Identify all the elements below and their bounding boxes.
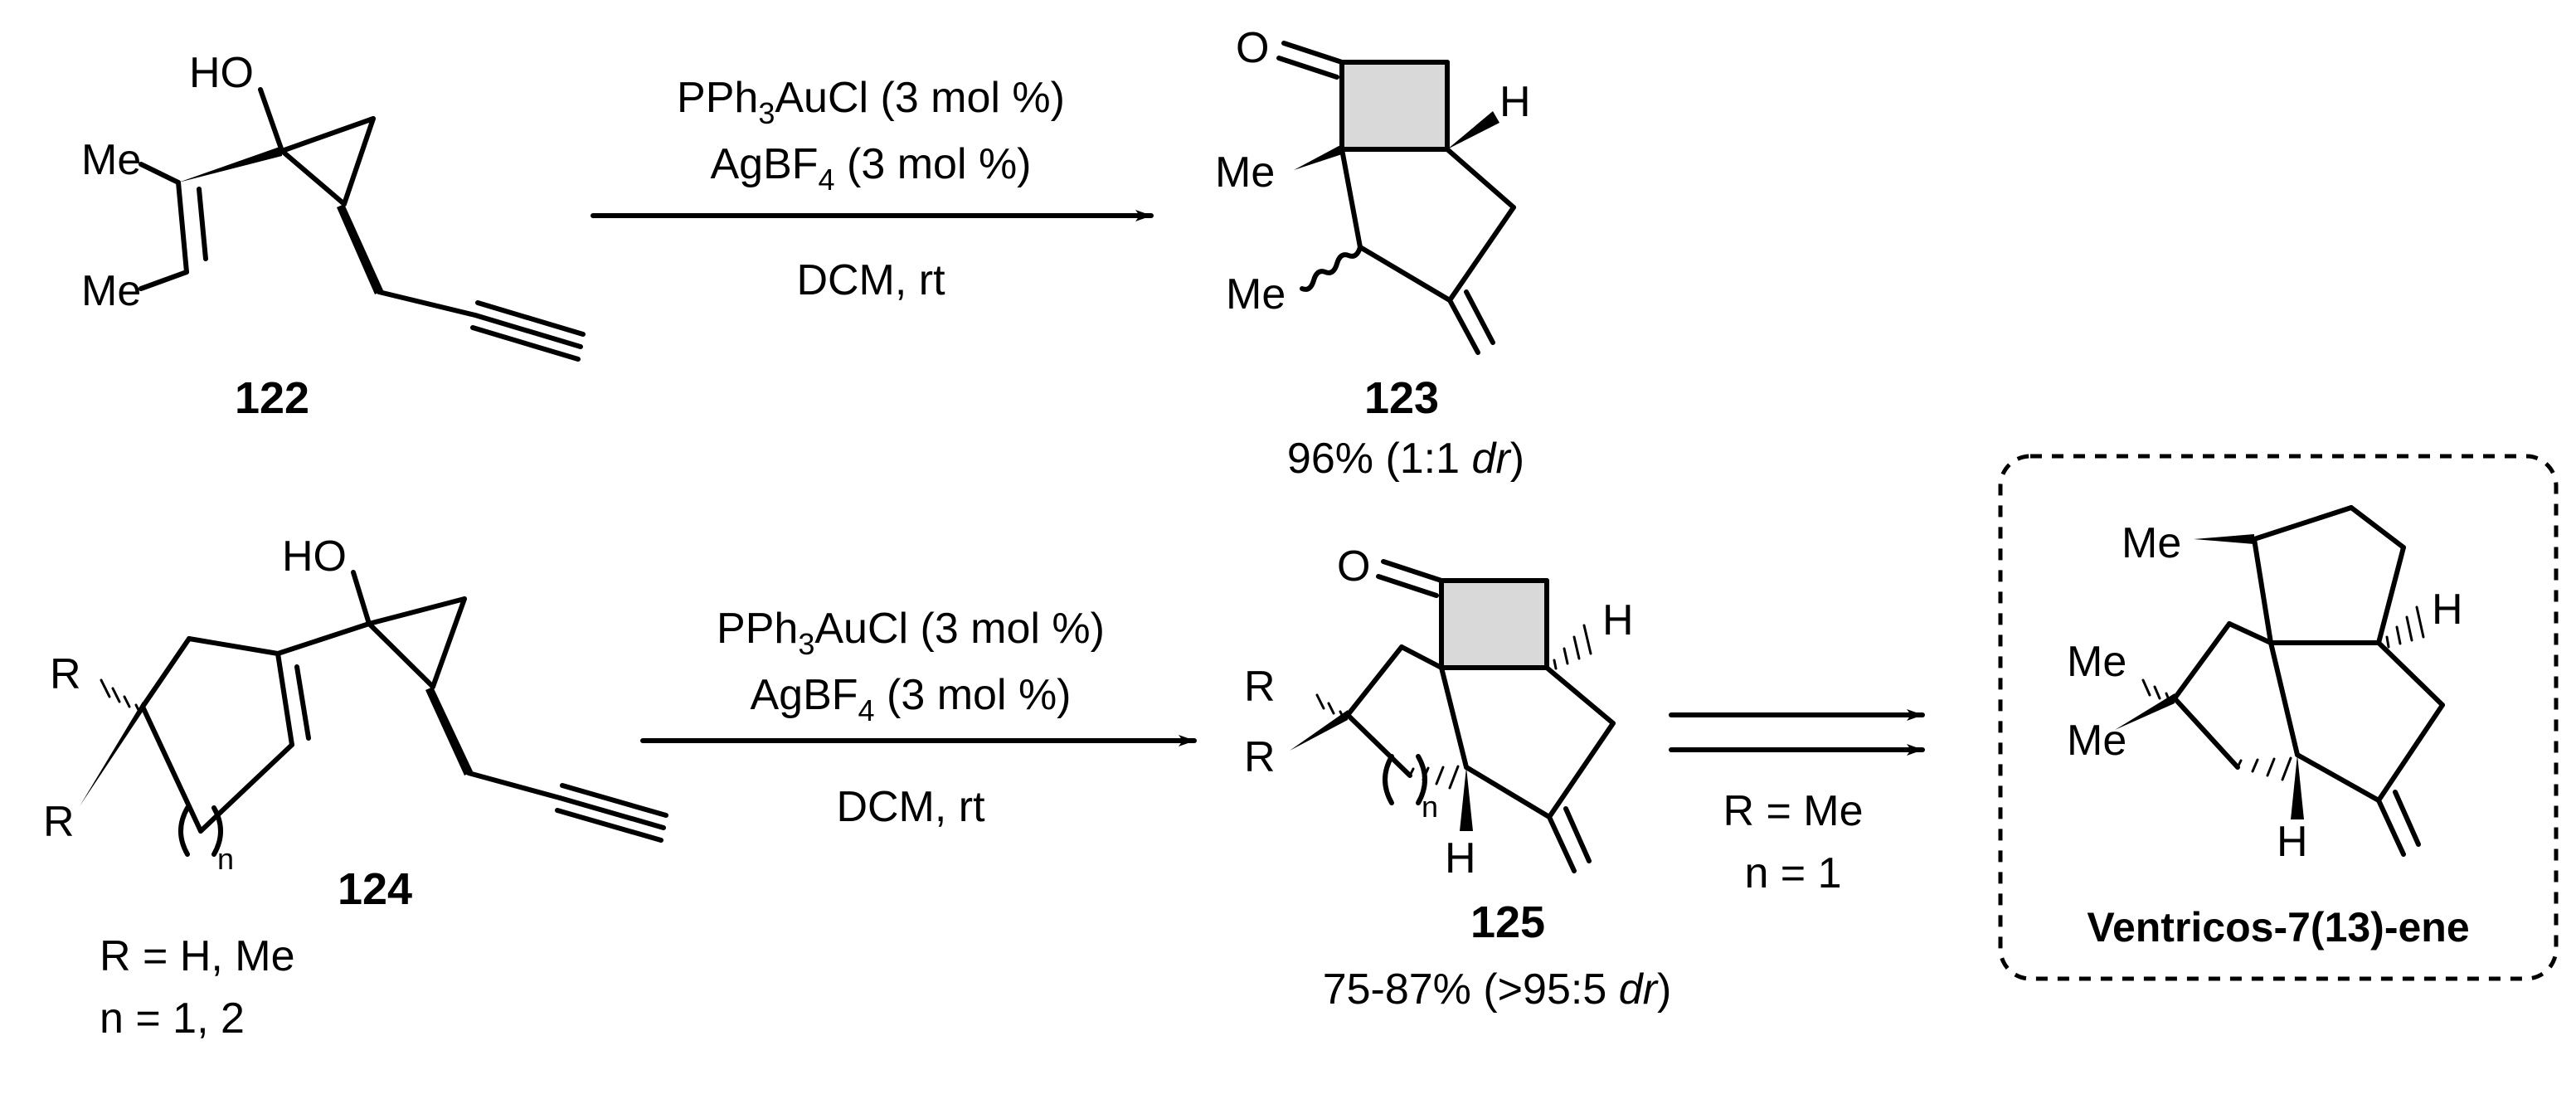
stereo-wedge [425, 687, 473, 776]
ring-bracket [1416, 754, 1427, 805]
oxygen-label: O [1236, 24, 1269, 72]
r-group-label: R [43, 798, 75, 846]
compound-122-structure: HO Me Me [81, 49, 586, 362]
hydrogen-label: H [1499, 78, 1531, 126]
ring-size-n: n [217, 842, 234, 876]
yield-125: 75-87% (>95:5 dr) [1323, 965, 1672, 1014]
stereo-hash [1553, 624, 1592, 670]
compound-label-125: 125 [1470, 897, 1545, 947]
stereo-hash [1408, 765, 1460, 790]
reaction-conditions-2: DCM, rt [836, 783, 985, 831]
hydrogen-label: H [1602, 596, 1634, 644]
compound-label-123: 123 [1364, 373, 1439, 423]
hydrogen-label: H [1445, 834, 1476, 882]
ring-size-n: n [1422, 790, 1438, 824]
hydrogen-label: H [2432, 586, 2463, 634]
reaction-conditions-1: DCM, rt [796, 256, 945, 304]
stereo-wedge [178, 146, 282, 182]
methyl-label: Me [81, 267, 141, 315]
target-box [1998, 454, 2559, 981]
methyl-label: Me [1226, 270, 1286, 318]
stereo-hash [2385, 605, 2425, 649]
multistep-condition-r: R = Me [1723, 787, 1863, 835]
methyl-label: Me [2067, 638, 2126, 686]
r-group-label: R [1244, 663, 1276, 711]
stereo-wedge [80, 702, 143, 806]
yield-123: 96% (1:1 dr) [1287, 435, 1524, 483]
compound-125-structure: O H H R R n [1244, 542, 1634, 882]
methyl-label: Me [81, 136, 141, 184]
stereo-wedge [2194, 534, 2254, 544]
stereo-wedge [1460, 767, 1473, 831]
stereo-hash [2236, 756, 2292, 781]
target-natural-product-name: Ventricos-7(13)-ene [2087, 904, 2469, 951]
methyl-label: Me [1215, 148, 1275, 197]
compound-label-124: 124 [338, 864, 412, 914]
substituent-note-r: R = H, Me [100, 932, 295, 980]
stereo-hash [1315, 693, 1345, 720]
wavy-bond [1300, 245, 1363, 292]
hydroxyl-label: HO [282, 532, 347, 581]
compound-123-structure: O H Me Me [1215, 24, 1531, 355]
methyl-label: Me [2122, 519, 2181, 567]
stereo-wedge [2291, 755, 2304, 819]
ring-bracket [1383, 754, 1394, 805]
ring-bracket [178, 805, 190, 857]
reagent-catalyst-silver: AgBF4 (3 mol %) [710, 140, 1031, 197]
stereo-wedge [1290, 710, 1348, 751]
r-group-label: R [1244, 733, 1276, 781]
stereo-wedge [2115, 693, 2175, 730]
stereo-wedge [1447, 111, 1499, 149]
stereo-hash [100, 678, 141, 713]
reagent-catalyst-gold: PPh3AuCl (3 mol %) [677, 74, 1065, 130]
substituent-note-n: n = 1, 2 [100, 994, 245, 1043]
ring-bracket [211, 805, 223, 857]
reagent-catalyst-gold: PPh3AuCl (3 mol %) [717, 605, 1105, 661]
ventricosene-structure: Me H H Me Me [2067, 505, 2463, 866]
stereo-hash [2141, 678, 2171, 703]
r-group-label: R [50, 650, 81, 698]
stereo-wedge [337, 204, 383, 294]
compound-124-structure: HO R R n [43, 532, 668, 876]
hydrogen-label: H [2277, 818, 2308, 866]
compound-label-122: 122 [235, 373, 309, 423]
stereo-wedge [1294, 144, 1342, 170]
hydroxyl-label: HO [189, 49, 254, 97]
oxygen-label: O [1337, 542, 1370, 591]
reagent-catalyst-silver: AgBF4 (3 mol %) [750, 671, 1071, 727]
multistep-condition-n: n = 1 [1744, 849, 1841, 897]
methyl-label: Me [2067, 717, 2126, 765]
